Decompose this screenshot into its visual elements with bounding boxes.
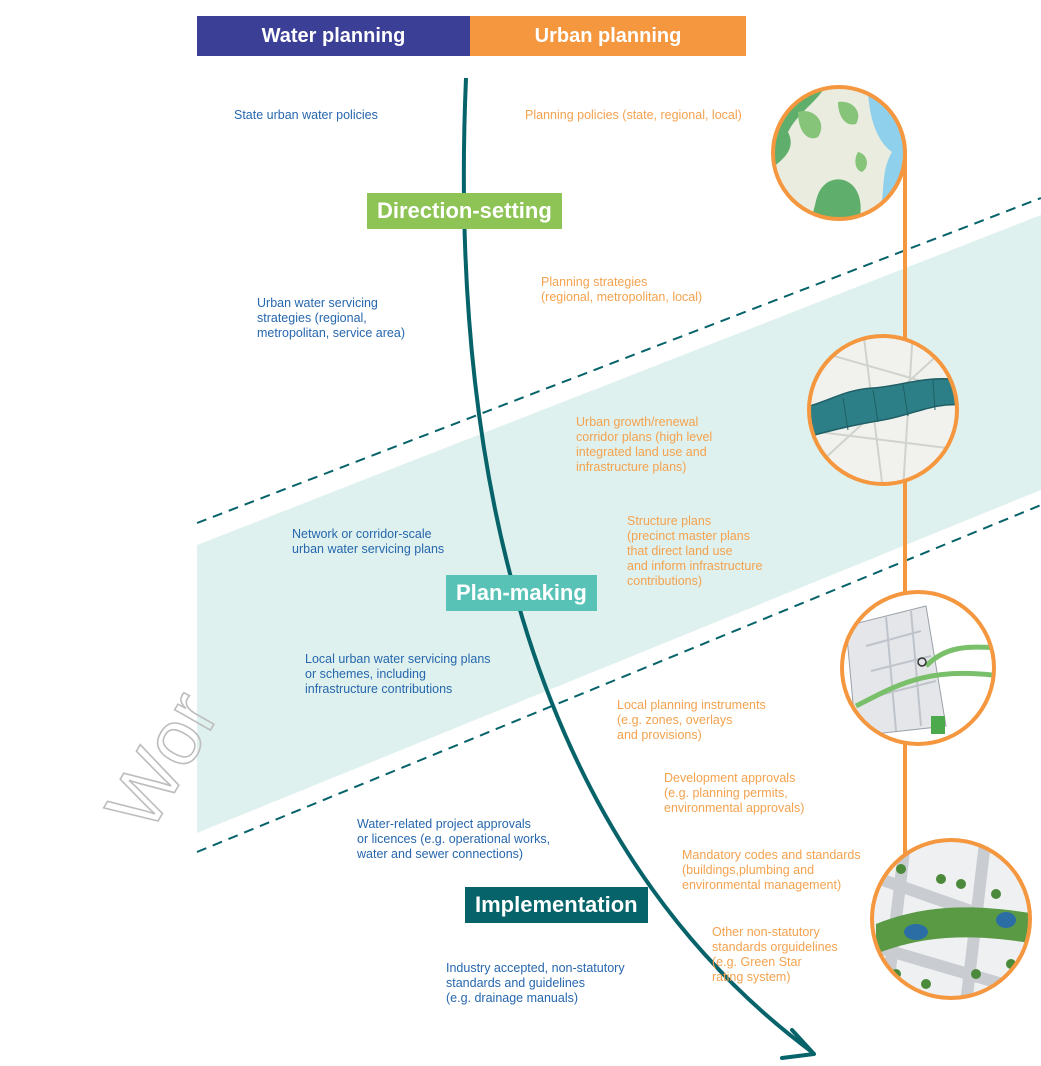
water-item: Local urban water servicing plans or sch… <box>305 652 491 696</box>
urban-item: Structure plans (precinct master plans t… <box>627 514 763 588</box>
urban-planning-header: Urban planning <box>470 16 746 56</box>
urban-item: Planning policies (state, regional, loca… <box>525 108 742 122</box>
urban-item: Mandatory codes and standards (buildings… <box>682 848 861 892</box>
plan-making-badge: Plan-making <box>446 575 597 611</box>
metro-map-icon <box>771 85 907 221</box>
water-planning-header: Water planning <box>197 16 470 56</box>
upper-dashed-boundary <box>196 197 1041 524</box>
water-item: Network or corridor-scale urban water se… <box>292 527 445 556</box>
corridor-map-icon <box>807 334 959 486</box>
precinct-plan-icon <box>840 590 996 746</box>
implementation-badge: Implementation <box>465 887 648 923</box>
urban-item: Local planning instruments (e.g. zones, … <box>617 698 766 742</box>
urban-item: Planning strategies (regional, metropoli… <box>541 275 703 304</box>
process-arrow-head <box>780 1028 816 1060</box>
urban-item: Urban growth/renewal corridor plans (hig… <box>576 415 713 474</box>
water-item: Water-related project approvals or licen… <box>357 817 551 861</box>
water-item: Industry accepted, non-statutory standar… <box>446 961 625 1005</box>
water-item: State urban water policies <box>234 108 378 122</box>
streetscape-icon <box>870 838 1032 1000</box>
urban-item: Development approvals (e.g. planning per… <box>664 771 805 815</box>
direction-setting-badge: Direction-setting <box>367 193 562 229</box>
urban-item: Other non-statutory standards orguidelin… <box>712 925 838 984</box>
water-item: Urban water servicing strategies (region… <box>257 296 405 340</box>
